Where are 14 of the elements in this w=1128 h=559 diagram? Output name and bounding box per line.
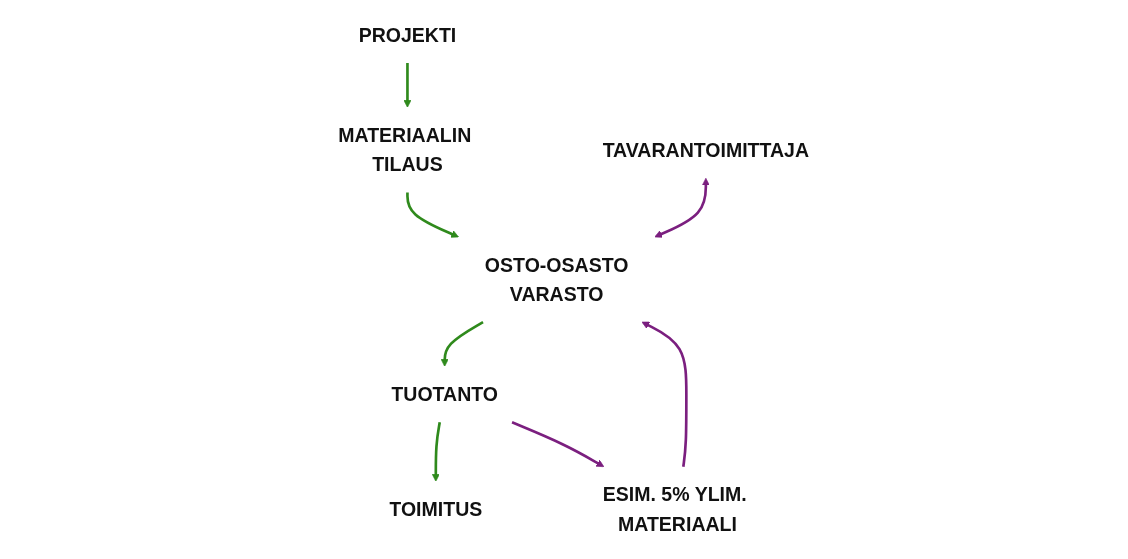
arrow (641, 321, 688, 467)
arrow (654, 177, 710, 238)
node-text: MATERIAALIN TILAUS (338, 124, 472, 176)
arrow (432, 422, 442, 482)
node-text: TAVARANTOIMITTAJA (602, 138, 810, 162)
arrow (440, 320, 484, 367)
arrow (406, 192, 459, 238)
node-text: OSTO-OSASTO VARASTO (484, 253, 629, 306)
arrow (403, 63, 412, 108)
node-text: PROJEKTI (358, 23, 457, 47)
node-text: TUOTANTO (391, 383, 499, 406)
arrow (511, 421, 605, 468)
node-text: TOIMITUS (389, 498, 483, 521)
node-text: ESIM. 5% YLIM. MATERIAALI (602, 483, 747, 536)
